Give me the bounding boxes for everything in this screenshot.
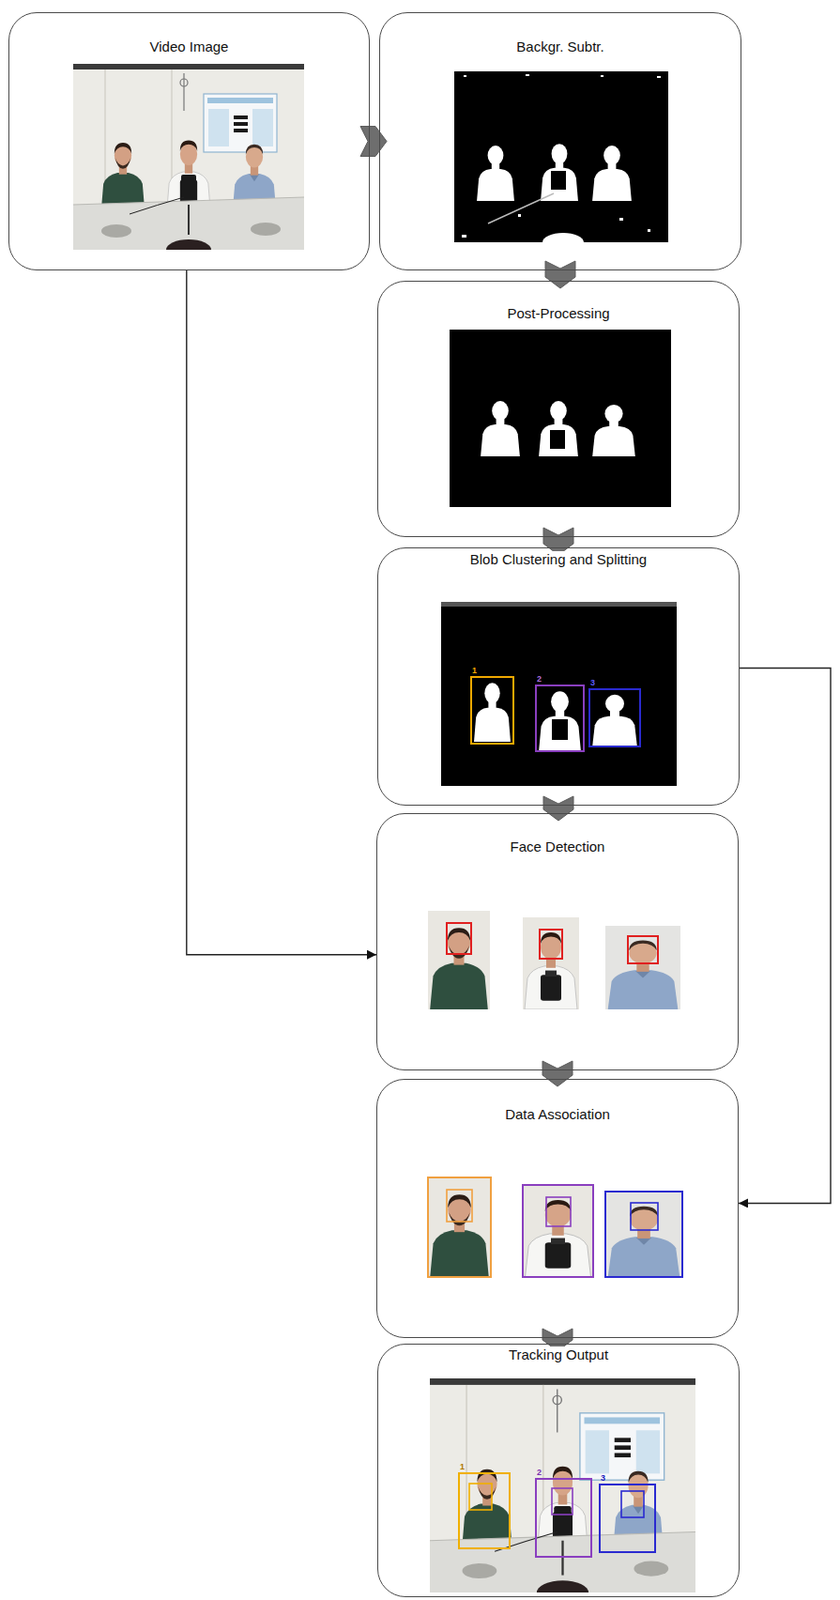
mask-noise [619,217,624,221]
track-box [522,1184,594,1277]
callout-number: 2 [536,1466,542,1477]
person-crop [605,1191,683,1277]
title-text: Backgr. Subtr. [513,38,607,56]
stage-title: Backgr. Subtr. [380,13,741,56]
flow-chevron [545,260,576,289]
mask-ground [454,71,669,243]
face-box [446,922,472,954]
tracking-frame [429,1377,696,1600]
face-box [630,1202,658,1230]
track-box [458,1472,510,1548]
track-box [599,1483,656,1552]
stage-box: Post-Processing [377,280,740,537]
video-frame [73,63,305,260]
title-text: Post-Processing [504,305,612,322]
video-frame [429,1377,696,1600]
person-silhouette [480,400,520,457]
mask-noise [488,193,554,224]
person-crop [427,910,490,1009]
flow-chevron [542,1060,573,1086]
face-box [539,929,563,959]
stage-box: Backgr. Subtr. [379,12,742,271]
stage-title: Data Association [377,1079,738,1123]
face-box [469,1482,492,1510]
title-text: Face Detection [507,838,609,856]
blob-box [589,688,641,747]
stage-box: Face Detection [376,812,739,1070]
flow-chevron [543,795,574,821]
stage-title: Post-Processing [378,281,739,322]
stage-title: Tracking Output [378,1344,739,1363]
face-box [546,1196,571,1226]
face-box [627,935,658,963]
mask-noise [656,76,661,78]
device-hole [549,429,566,449]
foreground-mask [454,71,669,252]
stage-box: Data Association [376,1078,739,1338]
mask-noise [463,75,467,77]
stage-title: Video Image [9,13,369,56]
person-silhouette [476,145,515,201]
device-hole [550,170,566,190]
mask-blob [542,232,584,252]
track-box [427,1176,491,1277]
stage-box: Tracking Output [377,1343,740,1597]
associated-crops [427,1176,683,1277]
blob-box [471,676,514,744]
callout-number: 2 [536,673,542,684]
mask-noise [518,213,521,217]
stage-box: Video Image [8,12,370,271]
mask-ground [441,601,677,786]
face-box [621,1490,644,1517]
person-silhouette [538,690,581,750]
stage-title: Blob Clustering and Splitting [378,548,739,568]
title-text: Blob Clustering and Splitting [467,550,650,568]
blob-box [535,685,584,751]
person-crop [522,916,580,1009]
flow-line [186,270,377,955]
face-crops [427,910,681,1009]
blob-mask [441,601,677,786]
person-silhouette [540,143,579,201]
callout-number: 1 [472,665,477,675]
person-silhouette [592,404,636,457]
track-box [535,1478,592,1557]
face-box [551,1487,573,1514]
person-silhouette [473,682,511,742]
title-text: Tracking Output [505,1345,611,1363]
mask-noise [647,229,651,232]
title-text: Video Image [147,38,232,56]
cleaned-mask [449,329,672,507]
person-silhouette [538,400,579,457]
mask-noise [525,74,530,77]
stage-box: Blob Clustering and Splitting [377,547,740,806]
track-box [605,1191,683,1277]
person-crop [522,1184,594,1277]
title-text: Data Association [502,1105,613,1123]
device-hole [551,718,568,740]
stage-title: Face Detection [377,813,738,856]
face-box [446,1189,473,1222]
mask-noise [600,75,604,77]
person-silhouette [592,694,638,746]
mask-border [441,601,677,607]
flow-line [738,667,831,1203]
callout-number: 1 [459,1461,465,1471]
mask-ground [449,329,672,507]
person-silhouette [592,145,632,201]
callout-number: 3 [600,1472,606,1482]
callout-number: 3 [590,677,596,688]
person-crop [605,925,681,1009]
flow-chevron [360,126,387,157]
person-crop [427,1176,491,1277]
mask-noise [461,234,467,238]
